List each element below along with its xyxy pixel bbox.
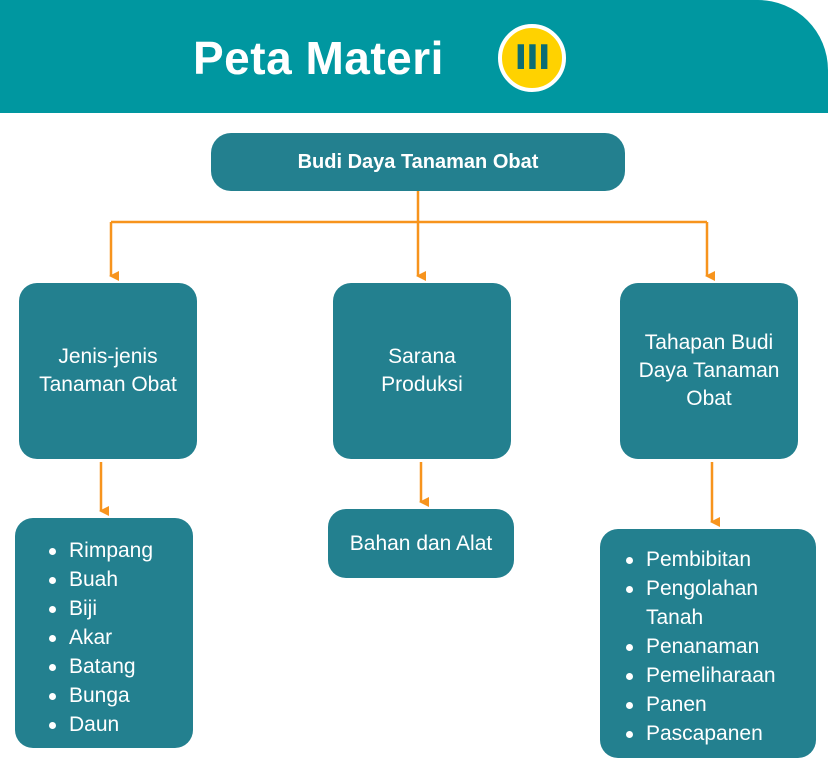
branch-node-tahapan: Tahapan Budi Daya Tanaman Obat bbox=[620, 283, 798, 459]
root-node: Budi Daya Tanaman Obat bbox=[211, 133, 625, 191]
list-item: Pengolahan Tanah bbox=[622, 574, 796, 632]
branch-node-sarana-line-2: Produksi bbox=[381, 373, 463, 396]
branch-node-tahapan-line-1: Tahapan Budi bbox=[644, 331, 774, 354]
leaf-node-sarana-label: Bahan dan Alat bbox=[349, 531, 493, 555]
list-item: Panen bbox=[622, 690, 796, 719]
branch-node-tahapan-line-2: Daya Tanaman bbox=[638, 359, 780, 382]
chapter-badge-label: III bbox=[514, 38, 551, 78]
list-item: Daun bbox=[45, 710, 153, 739]
list-item: Buah bbox=[45, 565, 153, 594]
list-item: Penanaman bbox=[622, 632, 796, 661]
leaf-node-jenis-list: Rimpang Buah Biji Akar Batang Bunga Daun bbox=[15, 518, 193, 748]
page-title: Peta Materi bbox=[193, 32, 444, 84]
list-item: Pembibitan bbox=[622, 545, 796, 574]
chapter-badge: III bbox=[498, 24, 566, 92]
branch-node-jenis-line-1: Jenis-jenis bbox=[58, 345, 158, 368]
branch-node-sarana-line-1: Sarana bbox=[388, 345, 456, 368]
branch-node-tahapan-line-3: Obat bbox=[686, 387, 732, 410]
list-item: Rimpang bbox=[45, 536, 153, 565]
branch-node-jenis-line-2: Tanaman Obat bbox=[39, 373, 177, 396]
list-item: Biji bbox=[45, 594, 153, 623]
list-item: Akar bbox=[45, 623, 153, 652]
list-item: Pemeliharaan bbox=[622, 661, 796, 690]
root-node-label: Budi Daya Tanaman Obat bbox=[297, 150, 539, 173]
branch-node-sarana: Sarana Produksi bbox=[333, 283, 511, 459]
list-item: Batang bbox=[45, 652, 153, 681]
list-item: Bunga bbox=[45, 681, 153, 710]
branch-node-jenis: Jenis-jenis Tanaman Obat bbox=[19, 283, 197, 459]
list-item: Pascapanen bbox=[622, 719, 796, 748]
leaf-node-sarana: Bahan dan Alat bbox=[328, 509, 514, 578]
leaf-node-tahapan-list: Pembibitan Pengolahan Tanah Penanaman Pe… bbox=[600, 529, 816, 758]
header-banner: Peta Materi III bbox=[0, 0, 828, 113]
